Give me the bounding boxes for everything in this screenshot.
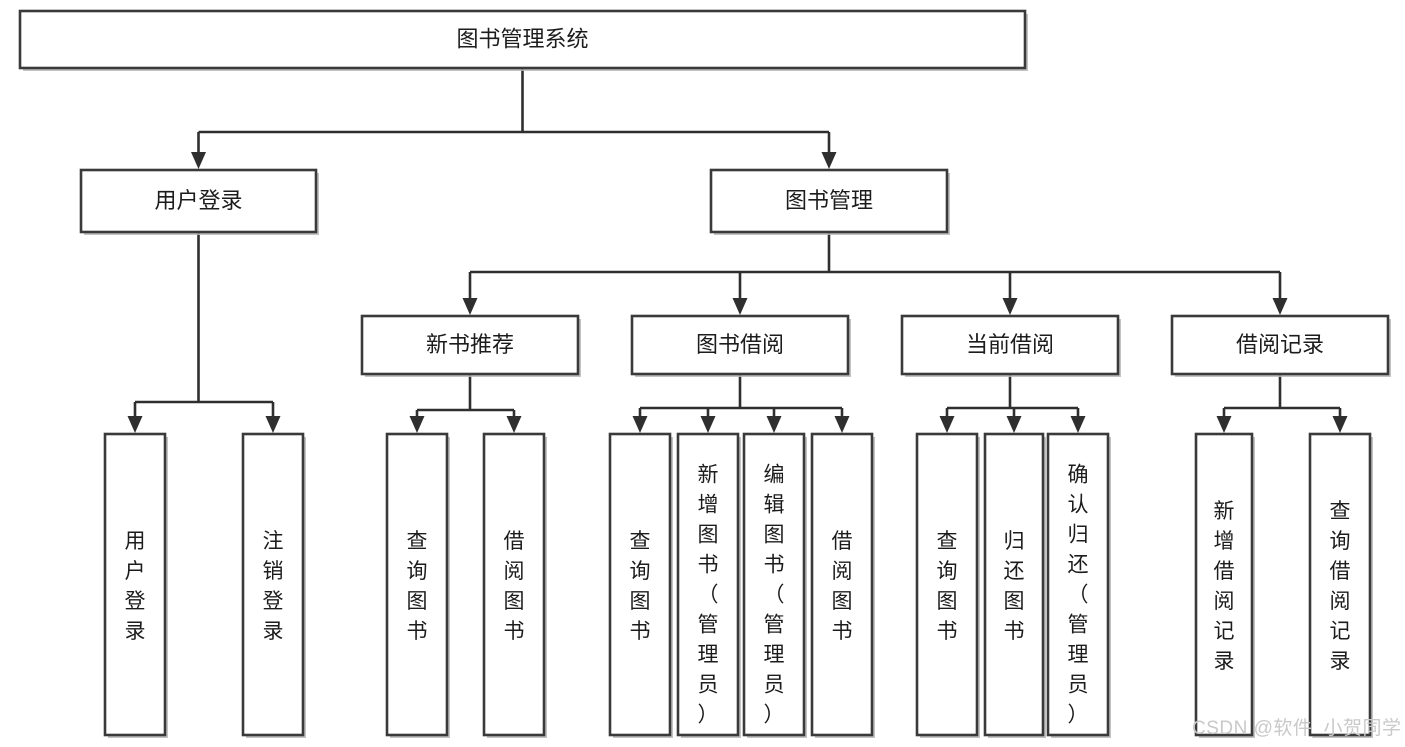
node-layer: 图书管理系统用户登录图书管理新书推荐图书借阅当前借阅借阅记录用户登录注销登录查询… xyxy=(18,9,1391,738)
node-label-leaf-confirm-return: 确认归还（管理员） xyxy=(1068,463,1089,726)
connector-layer xyxy=(127,68,1348,433)
connector-group-new-book-rec xyxy=(409,374,522,433)
node-label-leaf-query-book-1: 查询图书 xyxy=(407,530,428,643)
node-box-current-borrow[interactable] xyxy=(900,314,1120,376)
node-label-new-book-rec: 新书推荐 xyxy=(426,332,514,357)
node-box-leaf-add-record[interactable] xyxy=(1194,432,1254,737)
node-box-leaf-user-login[interactable] xyxy=(103,432,167,737)
node-leaf-user-login[interactable]: 用户登录 xyxy=(103,432,168,738)
node-leaf-return-book[interactable]: 归还图书 xyxy=(983,432,1046,738)
node-borrow-record[interactable]: 借阅记录 xyxy=(1170,314,1391,377)
node-leaf-query-record[interactable]: 查询借阅记录 xyxy=(1308,432,1373,738)
node-leaf-query-book-3[interactable]: 查询图书 xyxy=(915,432,980,738)
node-current-borrow[interactable]: 当前借阅 xyxy=(900,314,1121,377)
node-box-leaf-add-book[interactable] xyxy=(676,432,740,737)
node-label-leaf-user-logout: 注销登录 xyxy=(263,530,284,643)
node-leaf-query-book-1[interactable]: 查询图书 xyxy=(385,432,450,738)
node-leaf-query-book-2[interactable]: 查询图书 xyxy=(608,432,673,738)
node-new-book-rec[interactable]: 新书推荐 xyxy=(360,314,581,377)
node-box-leaf-return-book[interactable] xyxy=(983,432,1045,737)
node-label-leaf-add-record: 新增借阅记录 xyxy=(1214,500,1235,673)
connector-group-root xyxy=(191,68,837,169)
node-leaf-user-logout[interactable]: 注销登录 xyxy=(241,432,306,738)
node-label-leaf-borrow-book-2: 借阅图书 xyxy=(832,530,853,643)
node-leaf-borrow-book-2[interactable]: 借阅图书 xyxy=(810,432,875,738)
node-label-user-login: 用户登录 xyxy=(154,188,242,213)
connector-group-book-manage xyxy=(462,232,1288,315)
node-label-leaf-user-login: 用户登录 xyxy=(125,530,146,643)
node-box-borrow-record[interactable] xyxy=(1170,314,1390,376)
node-label-leaf-query-record: 查询借阅记录 xyxy=(1330,500,1351,673)
connector-group-book-borrow xyxy=(632,374,850,433)
node-box-leaf-borrow-book-1[interactable] xyxy=(482,432,546,737)
node-box-new-book-rec[interactable] xyxy=(360,314,580,376)
node-box-leaf-user-logout[interactable] xyxy=(241,432,305,737)
node-leaf-add-book[interactable]: 新增图书（管理员） xyxy=(676,432,741,738)
node-leaf-borrow-book-1[interactable]: 借阅图书 xyxy=(482,432,547,738)
node-box-leaf-edit-book[interactable] xyxy=(742,432,806,737)
node-box-leaf-query-book-3[interactable] xyxy=(915,432,979,737)
node-root[interactable]: 图书管理系统 xyxy=(18,9,1028,71)
node-leaf-confirm-return[interactable]: 确认归还（管理员） xyxy=(1046,432,1111,738)
node-label-leaf-query-book-3: 查询图书 xyxy=(937,530,958,643)
node-label-book-borrow: 图书借阅 xyxy=(696,332,784,357)
node-label-leaf-query-book-2: 查询图书 xyxy=(630,530,651,643)
connector-group-current-borrow xyxy=(939,374,1086,433)
node-box-leaf-query-book-1[interactable] xyxy=(385,432,449,737)
connector-group-user-login xyxy=(127,232,281,433)
connector-group-borrow-record xyxy=(1216,374,1348,433)
node-box-leaf-query-book-2[interactable] xyxy=(608,432,672,737)
node-box-root[interactable] xyxy=(18,9,1027,70)
node-label-current-borrow: 当前借阅 xyxy=(966,332,1054,357)
node-box-book-manage[interactable] xyxy=(709,168,949,234)
node-book-manage[interactable]: 图书管理 xyxy=(709,168,950,235)
node-label-leaf-borrow-book-1: 借阅图书 xyxy=(504,530,525,643)
node-label-leaf-add-book: 新增图书（管理员） xyxy=(698,463,719,726)
node-box-leaf-confirm-return[interactable] xyxy=(1046,432,1110,737)
node-label-borrow-record: 借阅记录 xyxy=(1236,332,1324,357)
node-box-leaf-query-record[interactable] xyxy=(1308,432,1372,737)
node-leaf-add-record[interactable]: 新增借阅记录 xyxy=(1194,432,1255,738)
node-box-user-login[interactable] xyxy=(79,168,318,234)
node-book-borrow[interactable]: 图书借阅 xyxy=(630,314,851,377)
node-box-book-borrow[interactable] xyxy=(630,314,850,376)
node-box-leaf-borrow-book-2[interactable] xyxy=(810,432,874,737)
node-label-leaf-edit-book: 编辑图书（管理员） xyxy=(764,463,785,726)
node-user-login[interactable]: 用户登录 xyxy=(79,168,319,235)
node-label-leaf-return-book: 归还图书 xyxy=(1004,530,1025,643)
node-label-book-manage: 图书管理 xyxy=(785,188,873,213)
node-label-root: 图书管理系统 xyxy=(456,26,588,51)
node-leaf-edit-book[interactable]: 编辑图书（管理员） xyxy=(742,432,807,738)
